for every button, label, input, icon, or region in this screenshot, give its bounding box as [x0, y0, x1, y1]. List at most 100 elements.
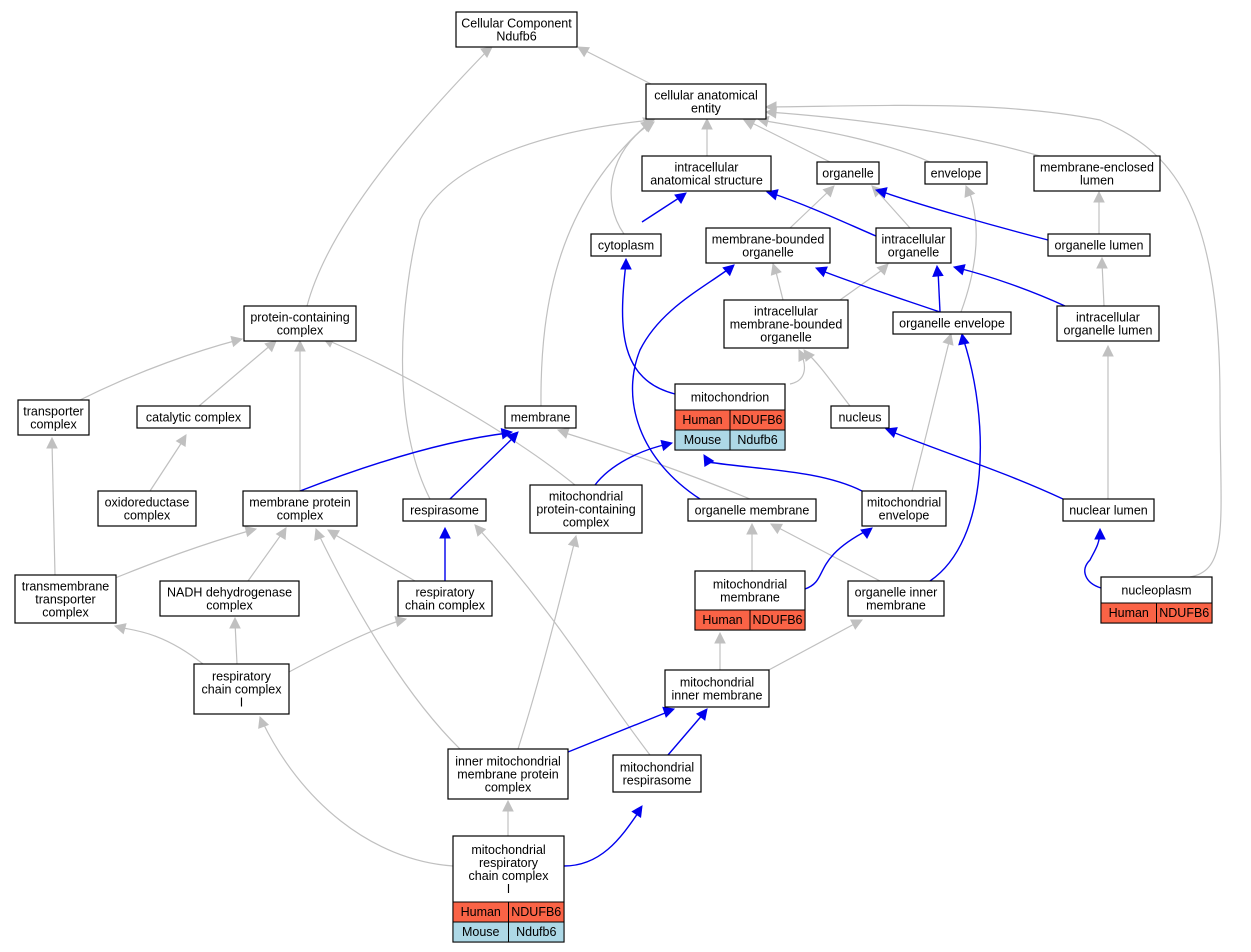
gene-label: Ndufb6 [516, 925, 556, 939]
node-box [159, 580, 300, 617]
is-a-edge [517, 539, 576, 750]
gene-cell [508, 921, 565, 943]
node-label: organelle lumen [1055, 239, 1144, 253]
is-a-edge [579, 47, 652, 85]
is-a-edge [117, 626, 204, 665]
is-a-edge [477, 527, 651, 756]
arrowhead-icon [695, 708, 708, 721]
node-membrane[interactable]: membrane [504, 405, 577, 429]
node-box [924, 161, 988, 185]
arrowhead-icon [113, 623, 127, 635]
node-label: intracellular [1076, 311, 1140, 325]
part-of-edge [563, 809, 641, 867]
node-box [816, 161, 880, 185]
is-a-edge [326, 339, 576, 486]
node-label: envelope [931, 167, 982, 181]
arrowhead-icon [964, 184, 976, 198]
node-box [687, 498, 817, 522]
node-label: cellular anatomical [654, 89, 758, 103]
part-of-edge [770, 192, 877, 237]
node-organelle[interactable]: organelle [816, 161, 880, 185]
node-box [402, 498, 487, 522]
arrowhead-icon [701, 117, 713, 130]
arrowhead-icon [770, 262, 782, 276]
node-box [455, 11, 578, 48]
node-label: NADH dehydrogenase [167, 586, 292, 600]
node-label: complex [277, 324, 324, 338]
arrowhead-icon [932, 264, 944, 277]
arrowhead-icon [1102, 344, 1114, 357]
node-resp[interactable]: respirasome [402, 498, 487, 522]
node-box [892, 311, 1012, 335]
species-label: Human [1109, 606, 1149, 620]
node-box [136, 405, 251, 429]
is-a-edge [911, 337, 951, 492]
node-box [1033, 155, 1161, 192]
node-nucleus[interactable]: nucleus [830, 405, 890, 429]
arrowhead-icon [798, 349, 809, 362]
is-a-edge [767, 111, 1041, 157]
node-omem[interactable]: organelle membrane [687, 498, 817, 522]
node-box [590, 233, 662, 257]
is-a-edge [234, 621, 238, 665]
node-cc[interactable]: catalytic complex [136, 405, 251, 429]
part-of-edge [449, 435, 516, 500]
node-oenv[interactable]: organelle envelope [892, 311, 1012, 335]
part-of-edge [567, 710, 671, 753]
node-label: mitochondrial [680, 676, 754, 690]
arrowhead-icon [803, 349, 815, 362]
node-label: inner membrane [671, 689, 762, 703]
node-label: organelle inner [855, 586, 938, 600]
node-nlumen[interactable]: nuclear lumen [1062, 498, 1155, 522]
node-label: intracellular [754, 305, 818, 319]
node-label: I [507, 882, 510, 896]
node-label: mitochondrion [691, 391, 770, 405]
part-of-edge [804, 529, 869, 590]
is-a-edge [789, 189, 831, 229]
is-a-edge [540, 121, 651, 407]
node-label: respiratory [479, 856, 539, 870]
arrowhead-icon [294, 339, 306, 352]
node-label: complex [563, 516, 610, 530]
arrowhead-icon [850, 619, 863, 630]
species-label: Human [702, 613, 742, 627]
node-envelope[interactable]: envelope [924, 161, 988, 185]
node-label: chain complex [405, 599, 486, 613]
is-a-edge [561, 431, 751, 500]
arrowhead-icon [244, 525, 258, 538]
is-a-edge [51, 441, 56, 576]
species-label: Mouse [684, 433, 722, 447]
node-cytoplasm[interactable]: cytoplasm [590, 233, 662, 257]
arrowhead-icon [439, 526, 451, 539]
node-label: transporter [23, 405, 83, 419]
node-olumen[interactable]: organelle lumen [1047, 233, 1151, 257]
node-label: chain complex [469, 869, 550, 883]
node-label: membrane-enclosed [1040, 161, 1154, 175]
